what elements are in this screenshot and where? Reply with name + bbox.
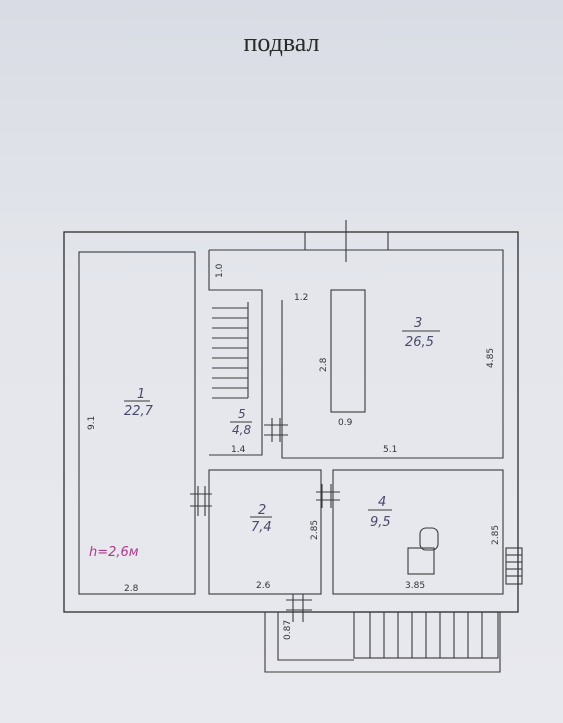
dim-2-8-bottom: 2.8 [124,584,139,594]
door-room-2-4 [316,484,340,508]
room-3-outline [209,249,504,459]
room-5-area: 4,8 [232,423,251,437]
boiler-icon [407,527,439,575]
dim-5-1: 5.1 [383,445,397,455]
dim-2-85-right: 2.85 [491,525,501,545]
room-2-outline [208,469,322,595]
door-room-1-2 [190,486,212,516]
stairs-room-5 [212,302,249,399]
dim-3-85: 3.85 [405,581,425,591]
room-1-outline [78,251,196,595]
dim-2-6: 2.6 [256,581,271,591]
dim-2-8-column: 2.8 [319,357,329,372]
dim-0-9: 0.9 [338,418,353,428]
dim-1-2: 1.2 [294,293,308,303]
door-room-5-3 [264,418,288,442]
room-4-number: 4 [378,495,386,510]
entry-pit-outline [264,612,501,673]
door-exit-bottom [286,594,312,622]
outer-stairs-right [505,547,523,585]
room-1-number: 1 [137,387,145,402]
outer-stairs-bottom [353,611,499,659]
outer-wall-outline [63,231,519,613]
dim-1-4: 1.4 [231,445,246,455]
room-1-area: 22,7 [124,404,154,419]
dim-2-85-left: 2.85 [310,520,320,540]
dim-9-1: 9.1 [87,416,97,430]
room-5-outline [208,250,263,456]
room-4-area: 9,5 [370,515,391,530]
ceiling-height-note: h=2,6м [89,545,139,560]
plan-title: подвал [243,28,320,57]
room-4-outline [332,469,504,595]
dim-1-0: 1.0 [215,263,225,278]
room-3-area: 26,5 [405,335,434,350]
room-3-number: 3 [414,316,422,331]
room-2-area: 7,4 [251,520,272,535]
dim-4-85: 4.85 [486,348,496,368]
column-room-3 [330,289,366,413]
dim-0-87: 0.87 [283,620,293,640]
room-2-number: 2 [258,503,266,518]
entry-pit-inner [277,612,354,661]
room-5-number: 5 [238,407,246,421]
